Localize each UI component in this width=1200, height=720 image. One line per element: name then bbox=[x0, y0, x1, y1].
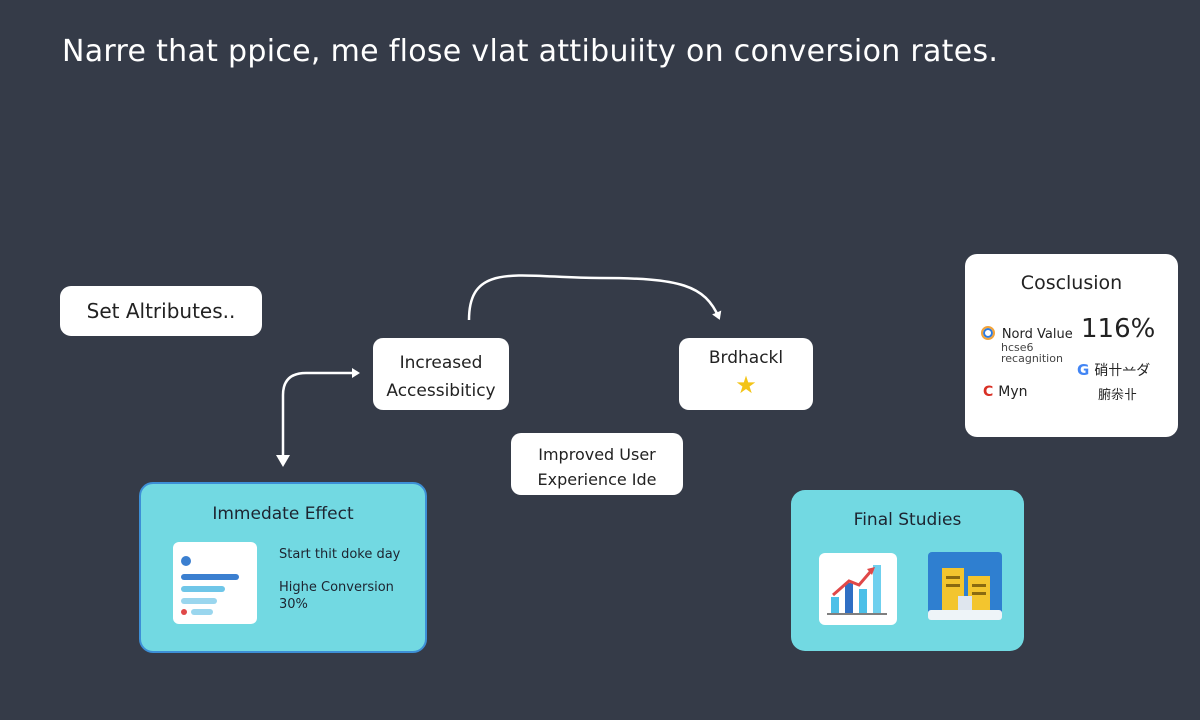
g-logo-icon: G bbox=[1077, 361, 1090, 379]
star-icon: ★ bbox=[735, 371, 757, 399]
panel-immediate-effect[interactable]: Immedate Effect Start thit doke day High… bbox=[139, 482, 427, 653]
conclusion-item-nord-value: Nord Value hcse6 recagnition bbox=[981, 326, 1073, 364]
node-increased-line2: Accessibiticy bbox=[386, 381, 496, 401]
arrowhead-down bbox=[276, 455, 290, 467]
node-set-attributes[interactable]: Set Altributes.. bbox=[60, 286, 262, 336]
conclusion-big-value: 116% bbox=[1081, 314, 1156, 344]
conclusion-item1-sub2: recagnition bbox=[1001, 352, 1063, 365]
node-set-attributes-label: Set Altributes.. bbox=[86, 299, 236, 323]
arrow-left-bend bbox=[281, 368, 360, 460]
final-studies-title: Final Studies bbox=[853, 510, 962, 530]
node-improved-line2: Experience Ide bbox=[537, 470, 657, 489]
building-icon bbox=[928, 552, 1002, 624]
node-conclusion[interactable]: Cosclusion Nord Value hcse6 recagnition … bbox=[965, 254, 1178, 437]
bar-chart-icon bbox=[819, 553, 897, 625]
node-improved-user-experience[interactable]: Improved User Experience Ide bbox=[511, 433, 683, 495]
immediate-effect-text2: Highe Conversion 30% bbox=[279, 579, 394, 613]
node-brdhackl-label: Brdhackl bbox=[708, 348, 784, 368]
conclusion-cjk-text: 腑尜卝 bbox=[1098, 388, 1138, 403]
node-improved-line1: Improved User bbox=[538, 445, 656, 464]
immediate-effect-text2-line1: Highe Conversion bbox=[279, 580, 394, 595]
node-increased-line1: Increased bbox=[399, 353, 483, 373]
conclusion-item1-sub1: hcse6 bbox=[1001, 341, 1034, 354]
immediate-effect-title: Immedate Effect bbox=[212, 504, 354, 524]
arc-arrow-increased-to-brdhackl bbox=[467, 274, 722, 321]
node-increased-accessibility[interactable]: Increased Accessibiticy bbox=[373, 338, 509, 410]
node-brdhackl[interactable]: Brdhackl ★ bbox=[679, 338, 813, 410]
conclusion-g-text: 硝卄䒑ダ bbox=[1094, 363, 1151, 379]
list-card-icon bbox=[173, 542, 257, 624]
immediate-effect-text1: Start thit doke day bbox=[279, 547, 401, 562]
conclusion-title: Cosclusion bbox=[1020, 272, 1123, 294]
conclusion-item1-label: Nord Value bbox=[1001, 327, 1073, 342]
page-title: Narre that ppice, me flose vlat attibuii… bbox=[62, 34, 999, 69]
immediate-effect-text2-line2: 30% bbox=[279, 597, 308, 612]
panel-final-studies[interactable]: Final Studies bbox=[791, 490, 1024, 651]
c-logo-icon: C bbox=[983, 384, 994, 400]
ring-icon bbox=[981, 326, 995, 340]
conclusion-myn-label: Myn bbox=[998, 384, 1028, 400]
